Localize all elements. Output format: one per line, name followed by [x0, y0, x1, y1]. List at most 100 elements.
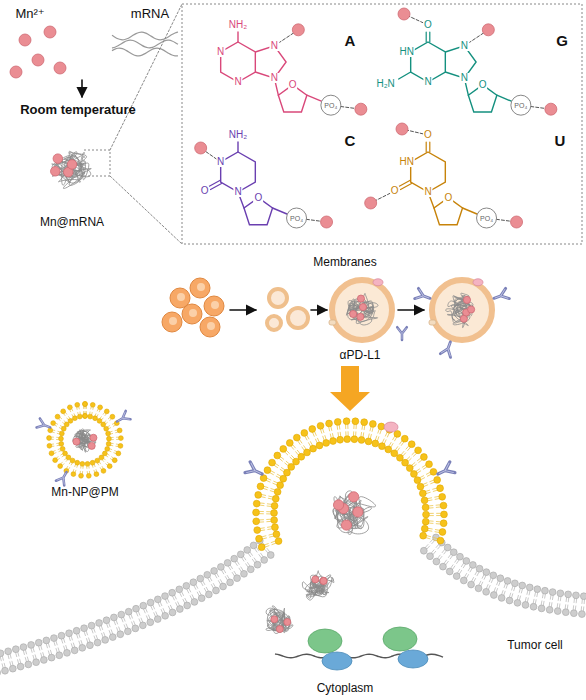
lipid-head [169, 589, 176, 596]
lipid-head [271, 517, 278, 524]
lipid-head [271, 502, 278, 509]
lipid-head [580, 593, 586, 600]
lipid-head [40, 657, 47, 664]
lipid-head [309, 426, 316, 433]
lipid-head [67, 405, 72, 410]
lipid-head [217, 564, 224, 571]
lipid-head [426, 461, 433, 468]
membrane-coat [432, 280, 492, 340]
lipid-head [430, 468, 437, 475]
antibody-icon [115, 411, 131, 426]
lipid-head [227, 579, 234, 586]
lipid-head [352, 418, 359, 425]
mn-ion [463, 296, 470, 303]
atom-label: NH₂ [228, 130, 248, 140]
lipid-head [58, 464, 63, 469]
mrna-tangle [73, 429, 97, 452]
nanoparticle-icon [37, 402, 131, 486]
antibody-icon [245, 462, 265, 480]
mn-ion [276, 626, 283, 633]
lipid-head [579, 611, 586, 618]
lipid-heads [0, 537, 274, 676]
antibody-highlight [398, 328, 407, 339]
zoom-box [84, 150, 110, 176]
atom-label: HN [398, 157, 414, 167]
lipid-head [220, 583, 227, 590]
antibody-highlight [37, 419, 51, 431]
atom-label: N [270, 73, 279, 83]
lipid-head [51, 421, 56, 426]
atom-label: NH₂ [228, 20, 248, 30]
fusion-scene [0, 418, 586, 676]
mn-ion [482, 24, 494, 36]
lipid-heads [420, 534, 586, 618]
lipid-head [198, 595, 205, 602]
lipid-head [530, 603, 537, 610]
tumor-cell [200, 317, 220, 337]
membrane-guide [265, 430, 435, 544]
lipid-head [118, 443, 123, 448]
lipid-head [334, 419, 341, 426]
lipid-head [88, 622, 95, 629]
lipid-head [64, 422, 69, 427]
lipid-head [70, 458, 75, 463]
lipid-head [176, 586, 183, 593]
ring-bond [411, 152, 446, 192]
lipid-head [293, 458, 300, 465]
lipid-head [323, 440, 330, 447]
mn-ion [357, 313, 364, 320]
lipid-tails [0, 542, 270, 671]
phosphate-circle [477, 208, 497, 228]
lipid-head [147, 599, 154, 606]
lipid-head [460, 577, 467, 584]
lipid-head [109, 634, 116, 641]
lipid-head [49, 451, 54, 456]
cell-nucleus [197, 283, 205, 291]
lipid-head [317, 422, 324, 429]
antibody-highlight [246, 463, 263, 479]
lipid-head [269, 459, 276, 466]
phosphate-label: PO₄ [324, 102, 337, 109]
lipid-head [77, 414, 82, 419]
lipid-head [421, 497, 428, 504]
lipid-head [79, 473, 84, 478]
lipid-head [56, 652, 63, 659]
lipid-head [293, 434, 300, 441]
condition-label: Room temperature [20, 103, 136, 116]
lipid-head [453, 573, 460, 580]
bond-line [429, 32, 430, 42]
lipid-head [83, 414, 88, 419]
lipid-head [107, 436, 112, 441]
bond-line [399, 72, 411, 79]
lipid-head [250, 542, 257, 549]
lipid-head [422, 504, 429, 511]
nucleotide-structure [195, 142, 333, 228]
atom-label: N [270, 41, 279, 51]
lipid-head [286, 440, 293, 447]
bond-line [429, 142, 430, 152]
lipid-head [53, 458, 58, 463]
bond-line [237, 32, 238, 42]
lipid-head [514, 599, 521, 606]
antibody-highlight [57, 471, 70, 485]
ribosome-small [398, 650, 428, 668]
lipid-head [107, 464, 112, 469]
mn-ion [73, 438, 80, 445]
lipid-head [379, 443, 386, 450]
lipid-head [83, 402, 88, 407]
lipid-head [557, 590, 564, 597]
mrna-strand [112, 40, 178, 48]
lipid-head [2, 667, 9, 674]
lipid-head [117, 428, 122, 433]
mn-ion [54, 62, 66, 74]
lipid-head [73, 627, 80, 634]
lipid-head [433, 558, 440, 565]
lipid-head [337, 436, 344, 443]
lipid-head [97, 419, 102, 424]
lipid-head [273, 531, 280, 538]
ring-bond [221, 152, 256, 192]
lipid-head [94, 639, 101, 646]
lipid-head [444, 544, 451, 551]
lipid-head [63, 451, 68, 456]
